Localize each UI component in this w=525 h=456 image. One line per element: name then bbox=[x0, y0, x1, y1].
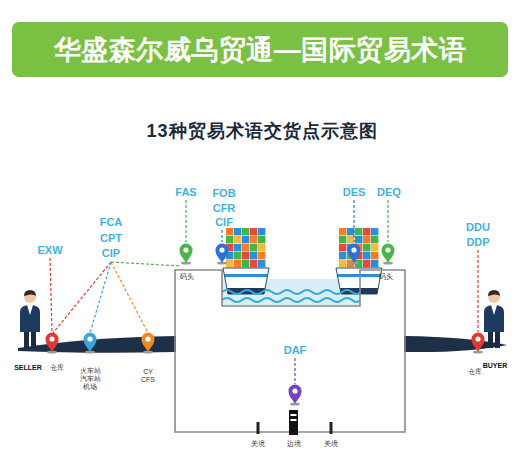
term-label: FCA bbox=[100, 216, 123, 228]
sea-wave bbox=[222, 290, 360, 294]
person-figure bbox=[484, 290, 504, 348]
location-pin bbox=[216, 244, 229, 265]
term-label: FOB bbox=[212, 187, 235, 199]
term-label: FAS bbox=[175, 186, 196, 198]
location-pin bbox=[289, 385, 302, 406]
leader-line bbox=[294, 358, 295, 384]
location-pin bbox=[348, 244, 361, 265]
location-pin bbox=[472, 333, 485, 354]
location-pin bbox=[382, 244, 395, 265]
leader-line bbox=[111, 262, 148, 333]
term-label: DDP bbox=[466, 236, 489, 248]
border-post bbox=[257, 422, 260, 434]
location-pin bbox=[46, 244, 485, 406]
location-pin bbox=[142, 333, 155, 354]
cargo-ship bbox=[223, 228, 269, 294]
leader-line bbox=[53, 262, 111, 333]
leader-line bbox=[221, 230, 222, 242]
leader-line bbox=[50, 258, 52, 332]
cargo-ship bbox=[336, 228, 382, 294]
leader-line bbox=[353, 200, 354, 242]
border-label: 边境 bbox=[287, 440, 301, 448]
border-label: 关境 bbox=[251, 440, 265, 448]
person-figure bbox=[20, 290, 40, 348]
border-post bbox=[330, 422, 333, 434]
place-label: 码头 bbox=[379, 273, 393, 281]
leader-line bbox=[387, 200, 388, 242]
leader-line bbox=[185, 200, 186, 242]
cargo-ship bbox=[223, 228, 382, 294]
term-label: EXW bbox=[37, 244, 62, 256]
party-label: BUYER bbox=[483, 362, 508, 370]
leader-line bbox=[50, 200, 478, 384]
territory-outline bbox=[175, 270, 405, 432]
term-label: DEQ bbox=[377, 186, 401, 198]
party-label: SELLER bbox=[14, 364, 42, 372]
term-label: CIF bbox=[215, 216, 233, 228]
border-post bbox=[291, 419, 297, 421]
leader-line bbox=[477, 250, 478, 332]
border-post bbox=[289, 410, 298, 435]
leader-line bbox=[111, 262, 181, 266]
term-label: DAF bbox=[284, 344, 307, 356]
place-label: 火车站 汽车站 机场 bbox=[77, 367, 103, 390]
location-pin bbox=[180, 244, 193, 265]
place-label: CY CFS bbox=[139, 368, 157, 384]
border-post bbox=[257, 410, 333, 435]
term-label: CFR bbox=[213, 202, 236, 214]
sea-wave bbox=[222, 298, 360, 302]
diagram-title: 13种贸易术语交货点示意图 bbox=[146, 121, 377, 141]
place-label: 仓库 bbox=[50, 364, 64, 372]
term-label: DDU bbox=[466, 221, 490, 233]
location-pin bbox=[84, 333, 97, 354]
location-pin bbox=[46, 333, 59, 354]
term-label: DES bbox=[343, 186, 366, 198]
territory-outline bbox=[175, 270, 405, 432]
border-post bbox=[291, 414, 297, 416]
banner-text: 华盛森尔威乌贸通—国际贸易术语 bbox=[54, 32, 467, 68]
sea-wave bbox=[222, 290, 360, 302]
border-label: 关境 bbox=[324, 440, 338, 448]
term-label: CPT bbox=[100, 232, 122, 244]
place-label: 码头 bbox=[180, 273, 194, 281]
banner-box: 华盛森尔威乌贸通—国际贸易术语 bbox=[12, 22, 508, 77]
leader-line bbox=[90, 262, 111, 333]
term-label: CIP bbox=[102, 247, 120, 259]
place-label: 仓库 bbox=[468, 368, 482, 376]
